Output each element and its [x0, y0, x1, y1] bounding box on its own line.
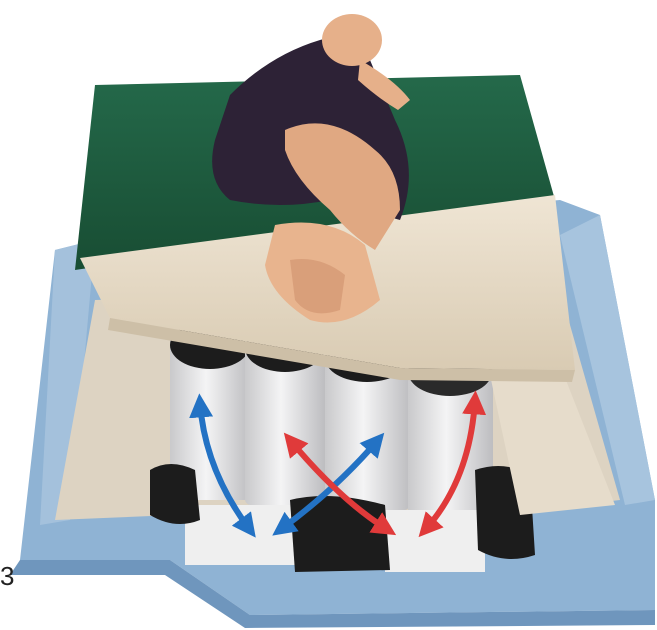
person-head: [322, 14, 382, 66]
corner-label: 3: [0, 563, 14, 589]
